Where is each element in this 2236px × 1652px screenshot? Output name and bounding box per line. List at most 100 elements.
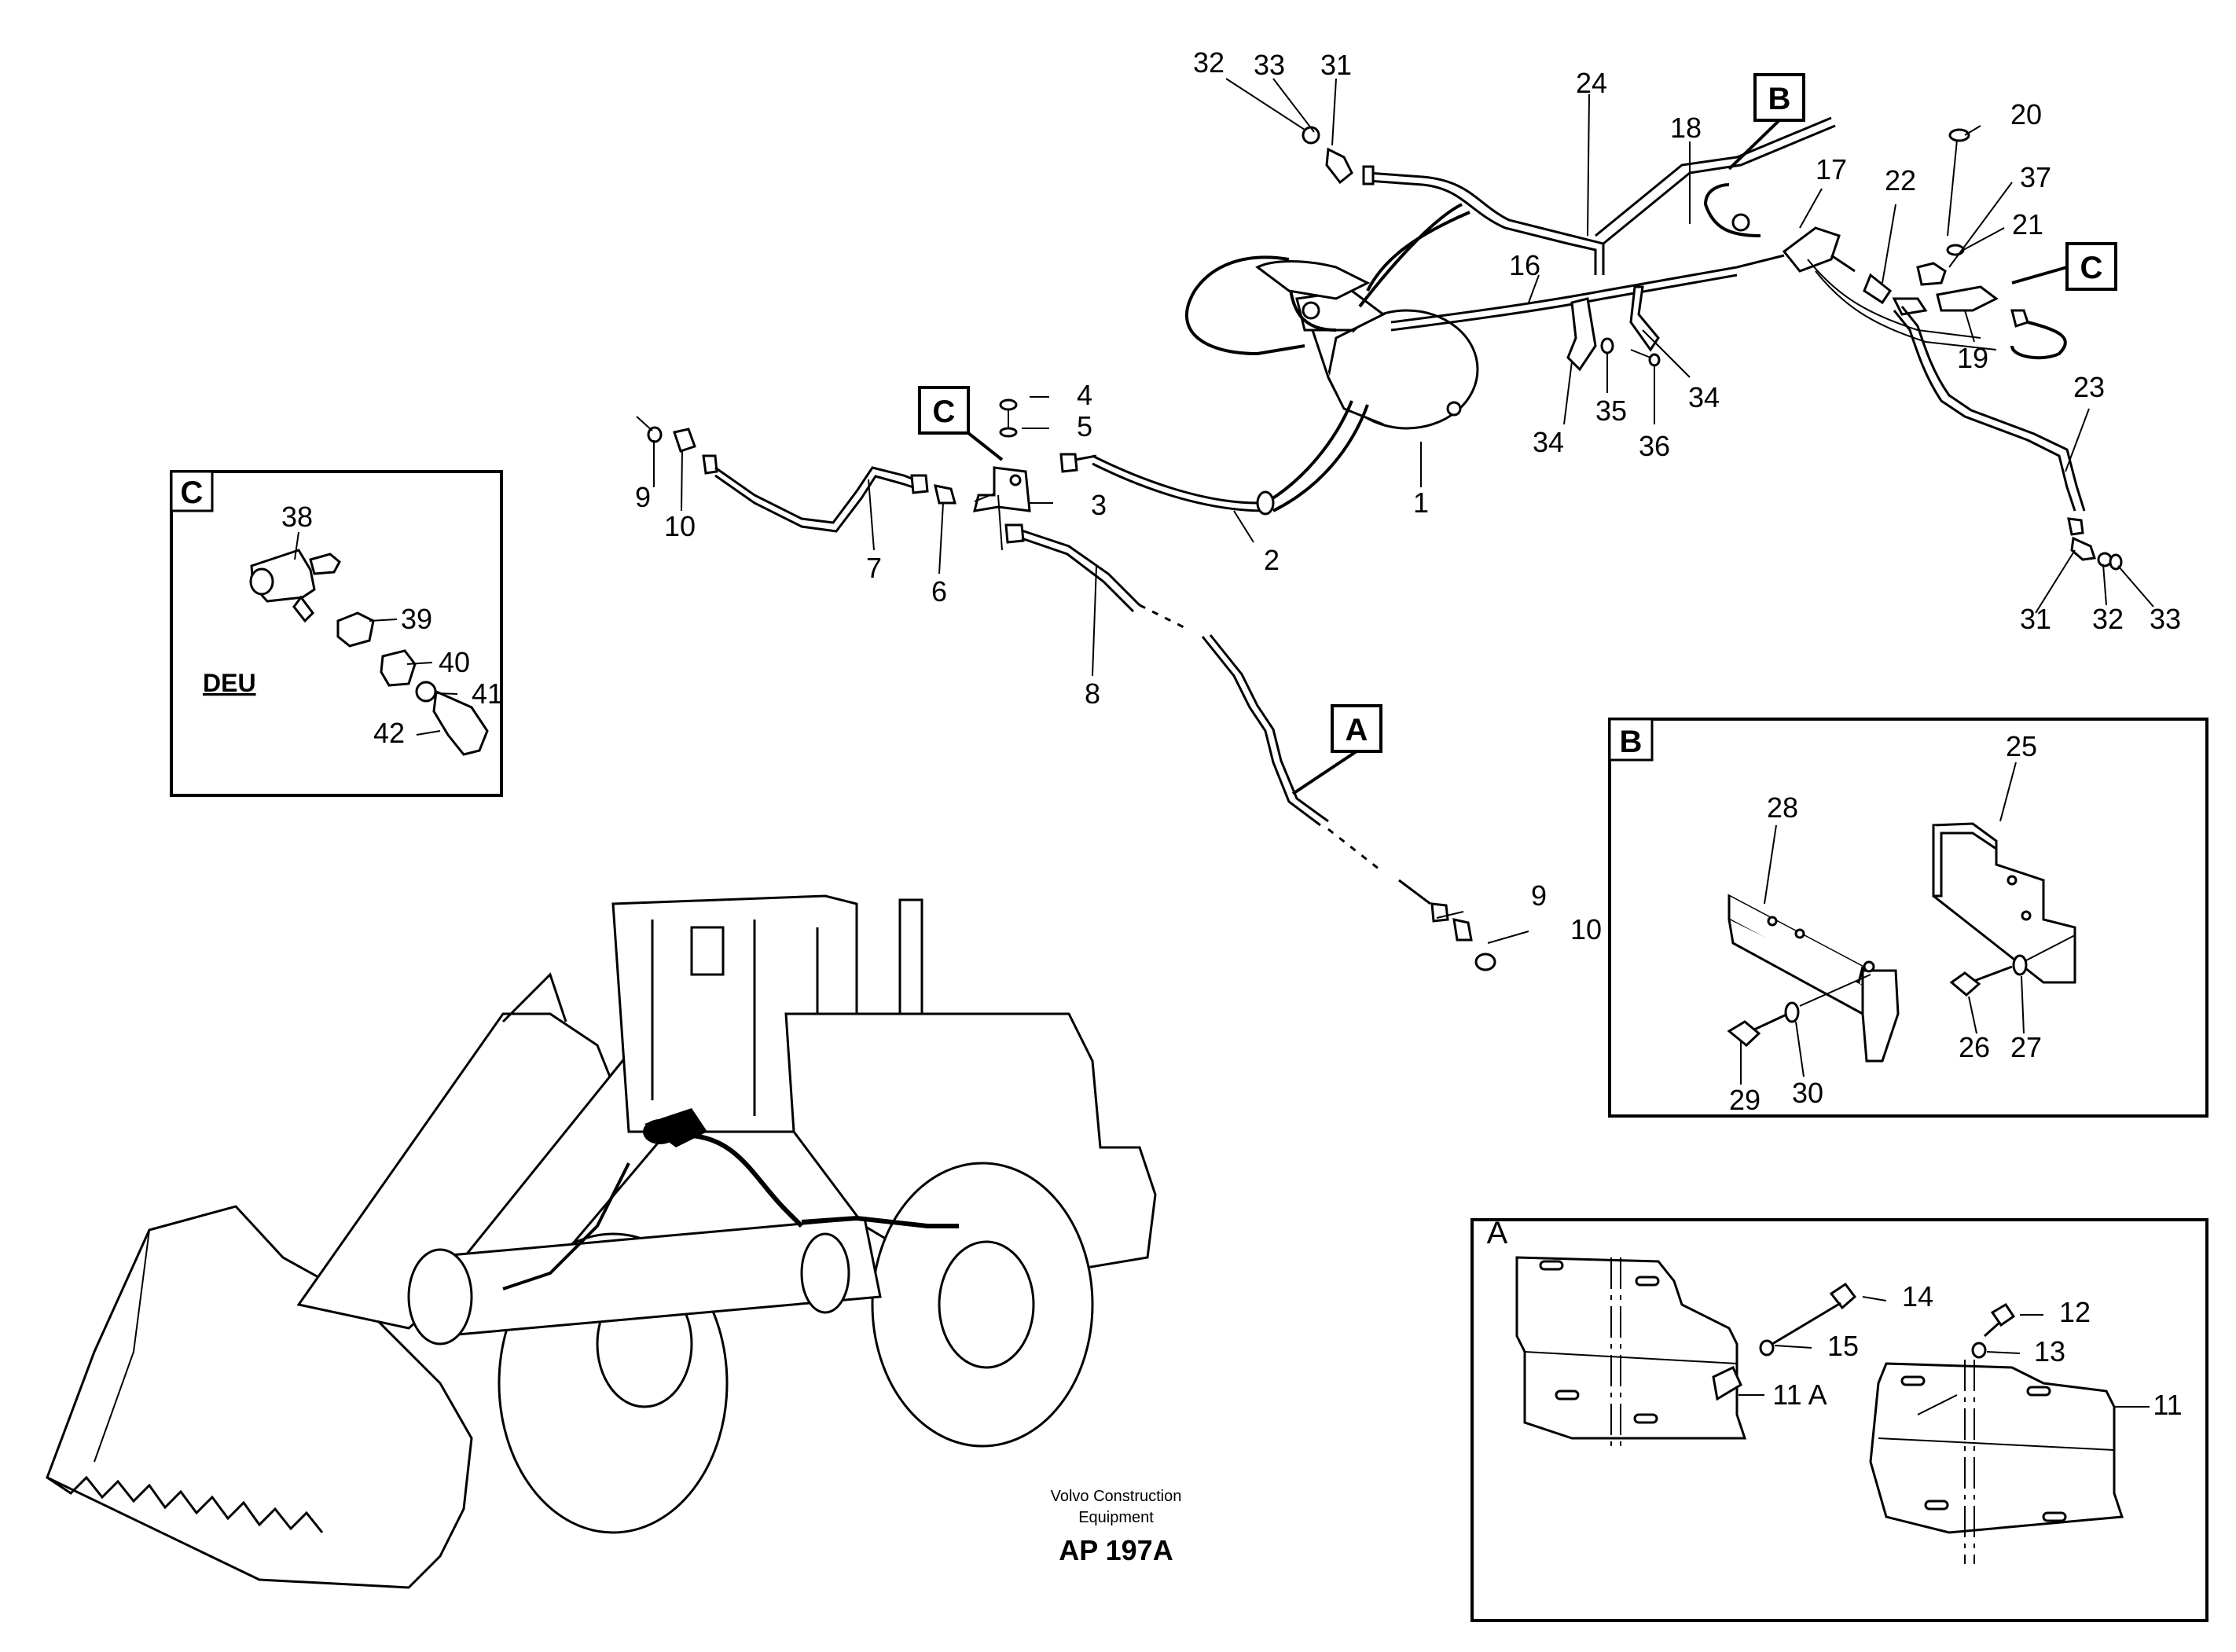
leader-26 bbox=[1968, 996, 1977, 1034]
leader-lines bbox=[653, 78, 2154, 944]
bolt-12-shank bbox=[1983, 1320, 2002, 1338]
pipe-8-end bbox=[1398, 879, 1431, 905]
inset-c: C DEU 38 39 40 41 42 bbox=[170, 470, 503, 797]
fitting-6 bbox=[934, 484, 956, 505]
loader-pipe-highlight bbox=[691, 1133, 804, 1228]
clip-34-right bbox=[1629, 285, 1660, 352]
callout-26: 26 bbox=[1959, 1031, 1990, 1063]
callout-15: 15 bbox=[1827, 1330, 1859, 1362]
hose-18 bbox=[1703, 183, 1761, 237]
clip-34-left bbox=[1566, 297, 1597, 372]
bolt-26-shank bbox=[1973, 965, 2013, 982]
hose-to-tank bbox=[1366, 211, 1470, 292]
callouts-main: 1 2 3 4 5 6 7 8 9 10 9 10 16 17 18 19 20… bbox=[635, 46, 2181, 945]
callout-17: 17 bbox=[1816, 153, 1847, 185]
air-tank-drain bbox=[1446, 401, 1462, 417]
slot-a3 bbox=[1555, 1390, 1580, 1401]
washer-35 bbox=[1600, 337, 1614, 354]
nut-22 bbox=[1892, 297, 1928, 316]
leader-41 bbox=[434, 692, 458, 695]
nut-8-top bbox=[1004, 523, 1025, 544]
bracket-3 bbox=[972, 466, 1031, 512]
nut-39 bbox=[336, 611, 375, 648]
marker-c-right-leader bbox=[2011, 266, 2068, 285]
slot-b1 bbox=[1900, 1375, 1926, 1386]
leader-30 bbox=[1795, 1021, 1805, 1077]
bolt-4-head bbox=[999, 398, 1018, 411]
fitting-18 bbox=[1731, 213, 1750, 232]
callout-6: 6 bbox=[931, 575, 947, 608]
hose-to-tank-2 bbox=[1358, 203, 1463, 308]
marker-c-left-leader bbox=[967, 431, 1004, 461]
callout-7: 7 bbox=[866, 552, 882, 584]
washer-5 bbox=[999, 427, 1018, 438]
inset-a: A 14 15 12 13 1 bbox=[1470, 1216, 2208, 1622]
marker-b-label: B bbox=[1768, 82, 1791, 116]
leader-28 bbox=[1764, 824, 1777, 905]
pipe-24b bbox=[1603, 124, 1836, 245]
fitting-9-lower bbox=[1452, 918, 1473, 942]
pipe-8-break bbox=[1139, 604, 1188, 630]
hose-loop bbox=[1184, 255, 1305, 356]
pipe-8-upper-b bbox=[1021, 537, 1135, 613]
inset-c-deu: DEU bbox=[203, 669, 256, 697]
callout-32-right: 32 bbox=[2092, 603, 2124, 635]
view-markers: B C C A bbox=[918, 73, 2117, 795]
leader-40 bbox=[406, 662, 433, 665]
callout-10-right: 10 bbox=[1570, 913, 1602, 945]
callout-31-top: 31 bbox=[1320, 49, 1352, 81]
pipe-23b bbox=[1900, 306, 2086, 512]
callout-4: 4 bbox=[1077, 379, 1092, 411]
inset-a-title: A bbox=[1487, 1216, 1508, 1250]
callout-13: 13 bbox=[2034, 1335, 2065, 1367]
pipe-to-17 bbox=[1736, 254, 1785, 269]
marker-c-left-label: C bbox=[933, 395, 956, 429]
bolt-29 bbox=[1727, 1020, 1761, 1047]
bolt-axis-25 bbox=[2025, 934, 2076, 961]
loader-pipe-highlight-2 bbox=[801, 1215, 959, 1228]
exhaust-stack bbox=[898, 898, 923, 1019]
washer-27 bbox=[2012, 954, 2028, 976]
nut-23 bbox=[2067, 517, 2084, 536]
bracket-on-tank bbox=[1255, 260, 1371, 300]
leader-start bbox=[636, 416, 653, 431]
plate-28-hole1 bbox=[1767, 916, 1778, 927]
coupling-42 bbox=[432, 689, 489, 756]
leader-42 bbox=[416, 730, 441, 736]
bucket-teeth bbox=[46, 1475, 324, 1533]
callout-16: 16 bbox=[1509, 249, 1540, 281]
tee-38-stem bbox=[292, 595, 314, 623]
washer-21 bbox=[1946, 244, 1965, 256]
leader-27 bbox=[2021, 975, 2025, 1034]
callout-22: 22 bbox=[1885, 164, 1916, 196]
callout-42: 42 bbox=[373, 717, 405, 749]
nut-right bbox=[2010, 309, 2029, 328]
slot-a4 bbox=[1633, 1413, 1658, 1424]
plate-25-hole1 bbox=[2007, 875, 2018, 886]
pipe-8-break-2 bbox=[1327, 828, 1384, 874]
cab-mirror bbox=[690, 926, 725, 976]
boom-cylinder bbox=[501, 972, 567, 1023]
bolt-29-shank bbox=[1753, 1012, 1789, 1031]
callout-12: 12 bbox=[2059, 1296, 2091, 1328]
plate-28-stud bbox=[1863, 960, 1875, 973]
callout-20: 20 bbox=[2010, 98, 2042, 130]
bracket-3-edge bbox=[974, 493, 995, 502]
callout-37: 37 bbox=[2020, 161, 2051, 193]
slot-b2 bbox=[2026, 1386, 2051, 1397]
valve-port bbox=[1302, 301, 1320, 320]
callout-36: 36 bbox=[1639, 430, 1670, 462]
pipe-top bbox=[1367, 171, 1605, 275]
pipe-2 bbox=[1092, 454, 1258, 505]
plate-11-fold bbox=[1878, 1437, 2115, 1451]
plate-11-mark bbox=[1917, 1394, 1958, 1415]
callout-39: 39 bbox=[401, 603, 432, 635]
callout-27: 27 bbox=[2010, 1031, 2042, 1063]
callout-35: 35 bbox=[1595, 395, 1627, 427]
bracket-3-hole bbox=[1009, 474, 1022, 486]
nut-10-top bbox=[673, 428, 696, 453]
wheel-loader-illustration bbox=[46, 894, 1157, 1589]
callout-38: 38 bbox=[281, 501, 313, 533]
